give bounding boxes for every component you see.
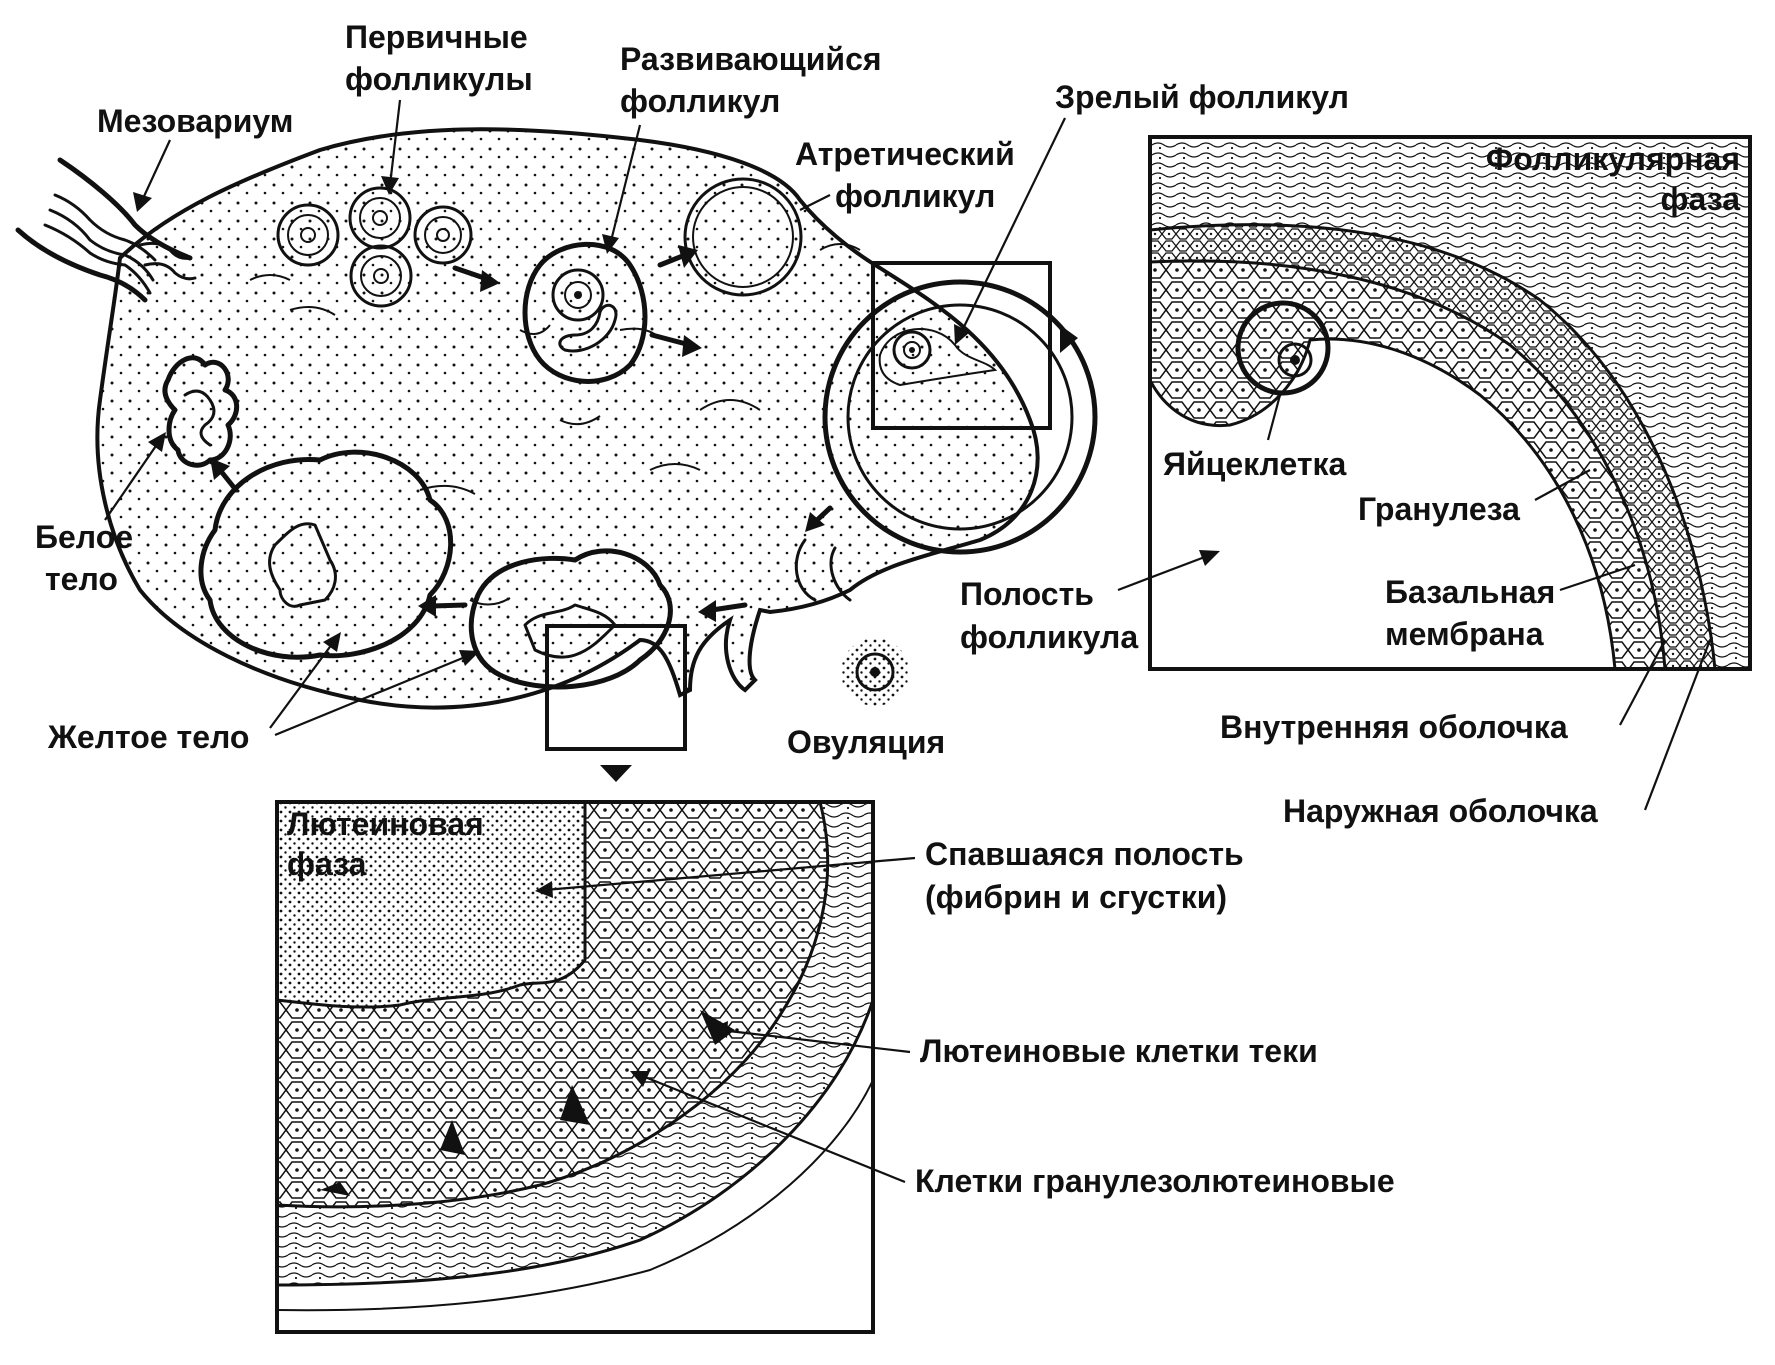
atretic-follicle-label-line1: Атретический	[795, 136, 1015, 172]
zoom-pointer-right	[1060, 325, 1078, 353]
ovary-outline	[95, 127, 1040, 710]
corpus-luteum-large	[198, 449, 454, 660]
basement-membrane-label-line2: мембрана	[1385, 616, 1544, 652]
luteal-phase-title-line1: Лютеиновая	[287, 806, 484, 842]
mesovarium-label: Мезовариум	[97, 103, 293, 139]
yellow-body-label: Желтое тело	[47, 719, 249, 755]
zoom-pointer-down	[600, 765, 632, 782]
luteal-phase-inset: Лютеиновая фаза	[275, 800, 875, 1334]
atretic-follicle-label-line2: фолликул	[835, 178, 995, 214]
white-body-label-line1: Белое	[35, 519, 133, 555]
corpus-albicans	[162, 355, 240, 468]
mature-follicle	[822, 279, 1098, 555]
ovulation-cleft	[794, 538, 852, 602]
follicular-phase-title-line1: Фолликулярная	[1486, 141, 1740, 177]
developing-follicle-label-line1: Развивающийся	[620, 41, 882, 77]
theca-lutein-cells-label: Лютеиновые клетки теки	[920, 1033, 1318, 1069]
theca-interna-label: Внутренняя оболочка	[1220, 709, 1568, 745]
follicle-cavity-label-line1: Полость	[960, 576, 1094, 612]
primary-follicles	[276, 186, 473, 308]
primary-follicles-label-line2: фолликулы	[345, 61, 533, 97]
ovulated-oocyte	[841, 638, 909, 706]
mature-follicle-label: Зрелый фолликул	[1055, 79, 1349, 115]
primary-follicles-label-line1: Первичные	[345, 19, 528, 55]
atretic-follicle	[683, 177, 803, 297]
developing-follicle	[522, 241, 648, 384]
process-arrows	[210, 245, 833, 622]
follicle-cavity-label-line2: фолликула	[960, 619, 1138, 655]
oocyte-label: Яйцеклетка	[1163, 446, 1347, 482]
basement-membrane-label-line1: Базальная	[1385, 574, 1555, 610]
collapsed-cavity-label-line2: (фибрин и сгустки)	[925, 879, 1227, 915]
mature-follicle-zoom-box	[871, 261, 1052, 430]
developing-follicle-label-line2: фолликул	[620, 83, 780, 119]
granulosa-label: Гранулеза	[1358, 491, 1520, 527]
follicular-phase-title-line2: фаза	[1661, 181, 1741, 217]
white-body-label-line2: тело	[45, 561, 118, 597]
follicular-phase-inset: Фолликулярная фаза Яйцеклетка Гранулеза …	[1148, 135, 1752, 671]
main-labels: Мезовариум Первичные фолликулы Развивающ…	[35, 19, 1712, 1199]
ovulation-label: Овуляция	[787, 724, 945, 760]
mesovarium-stalk	[15, 157, 197, 303]
collapsed-cavity-label-line1: Спавшаяся полость	[925, 836, 1244, 872]
ovary-body	[95, 127, 1040, 710]
corpus-luteum-zoom-box	[545, 624, 687, 751]
granulosa-lutein-cells-label: Клетки гранулезолютеиновые	[915, 1163, 1395, 1199]
theca-externa-label: Наружная оболочка	[1283, 793, 1598, 829]
luteal-phase-title-line2: фаза	[287, 846, 367, 882]
